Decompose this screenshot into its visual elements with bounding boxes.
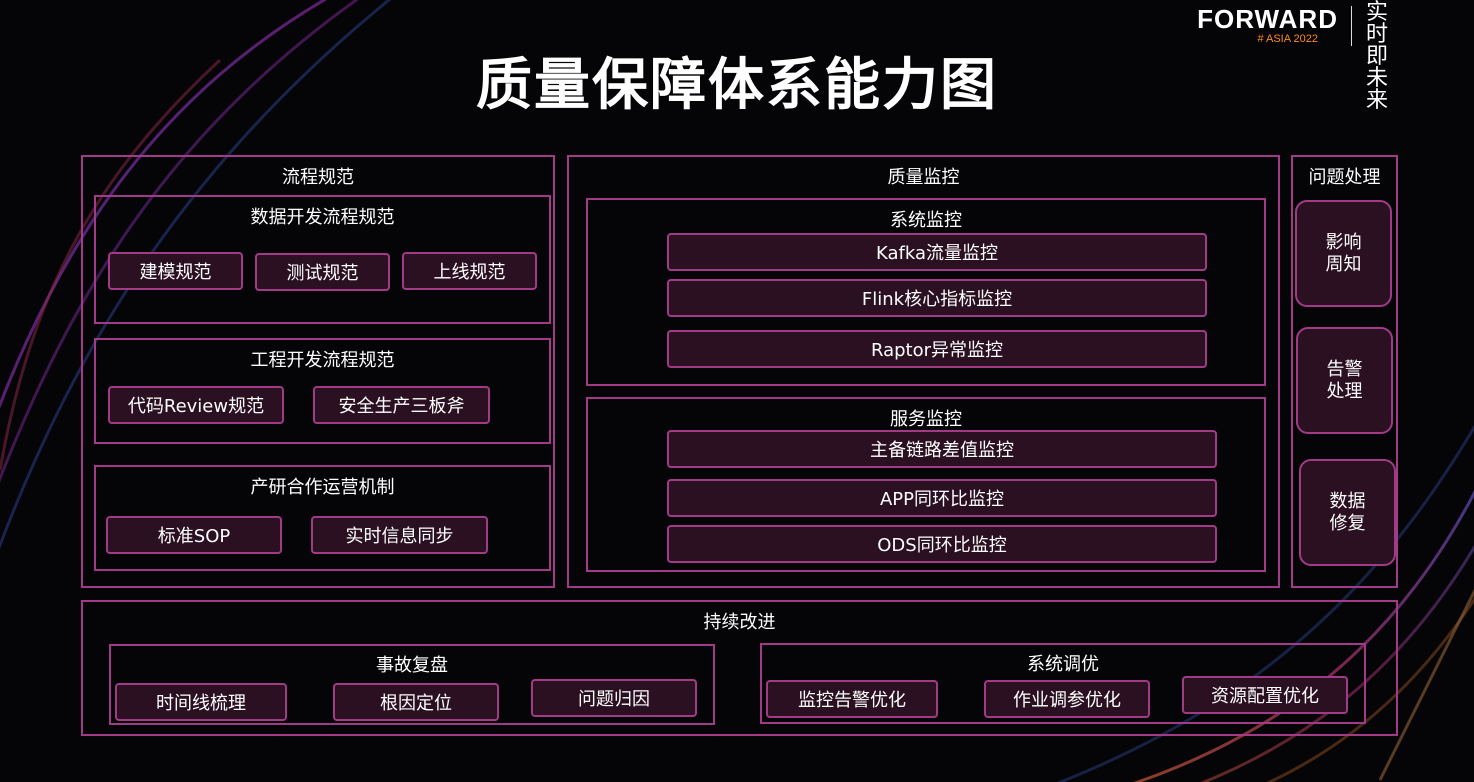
node-release-spec: 上线规范 xyxy=(402,252,537,290)
node-standard-sop: 标准SOP xyxy=(106,516,282,554)
node-link-diff-monitor: 主备链路差值监控 xyxy=(667,430,1217,468)
node-alert-handling: 告警处理 xyxy=(1296,327,1393,434)
group-system-tuning-title: 系统调优 xyxy=(1027,654,1099,675)
node-resource-optimization: 资源配置优化 xyxy=(1182,676,1348,714)
logo-asia-text: # ASIA 2022 xyxy=(1257,33,1318,45)
panel-monitor: 质量监控 xyxy=(567,155,1280,588)
group-service-monitor: 服务监控 xyxy=(586,397,1266,572)
group-data-dev-title: 数据开发流程规范 xyxy=(250,207,395,228)
group-data-dev: 数据开发流程规范 xyxy=(94,195,551,324)
logo-separator xyxy=(1351,6,1352,46)
node-root-cause: 根因定位 xyxy=(333,683,499,721)
group-eng-dev-title: 工程开发流程规范 xyxy=(250,350,395,371)
node-safety-three-axes: 安全生产三板斧 xyxy=(313,386,490,424)
node-code-review-spec: 代码Review规范 xyxy=(108,386,284,424)
group-system-monitor-title: 系统监控 xyxy=(890,210,962,231)
node-app-yoy-monitor: APP同环比监控 xyxy=(667,479,1217,517)
panel-improve: 持续改进 xyxy=(81,600,1398,736)
panel-process: 流程规范 xyxy=(81,155,555,588)
node-job-tuning: 作业调参优化 xyxy=(984,680,1150,718)
node-modeling-spec: 建模规范 xyxy=(108,252,243,290)
group-ops: 产研合作运营机制 xyxy=(94,465,551,571)
panel-monitor-title: 质量监控 xyxy=(887,167,960,188)
group-ops-title: 产研合作运营机制 xyxy=(250,477,395,498)
node-realtime-sync: 实时信息同步 xyxy=(311,516,488,554)
node-flink-metrics-monitor: Flink核心指标监控 xyxy=(667,279,1207,317)
node-data-repair: 数据修复 xyxy=(1299,459,1396,566)
node-testing-spec: 测试规范 xyxy=(255,253,390,291)
node-raptor-monitor: Raptor异常监控 xyxy=(667,330,1207,368)
panel-issues-title: 问题处理 xyxy=(1308,167,1381,188)
group-incident-review-title: 事故复盘 xyxy=(376,655,448,676)
panel-issues: 问题处理 xyxy=(1291,155,1398,588)
node-ods-yoy-monitor: ODS同环比监控 xyxy=(667,525,1217,563)
group-incident-review: 事故复盘 xyxy=(109,644,715,725)
node-impact-notice: 影响周知 xyxy=(1295,200,1392,307)
node-alert-optimization: 监控告警优化 xyxy=(766,680,938,718)
node-problem-attribution: 问题归因 xyxy=(531,679,697,717)
group-service-monitor-title: 服务监控 xyxy=(890,409,962,430)
group-eng-dev: 工程开发流程规范 xyxy=(94,338,551,444)
logo-cn-text: 实时即未来 xyxy=(1365,0,1388,113)
logo-forward-text: FORWARD xyxy=(1197,4,1338,34)
group-system-tuning: 系统调优 xyxy=(760,643,1366,724)
node-timeline-review: 时间线梳理 xyxy=(115,683,287,721)
group-system-monitor: 系统监控 xyxy=(586,198,1266,386)
panel-process-title: 流程规范 xyxy=(282,167,354,188)
node-kafka-monitor: Kafka流量监控 xyxy=(667,233,1207,271)
page-title: 质量保障体系能力图 xyxy=(476,53,998,118)
panel-improve-title: 持续改进 xyxy=(703,612,776,633)
